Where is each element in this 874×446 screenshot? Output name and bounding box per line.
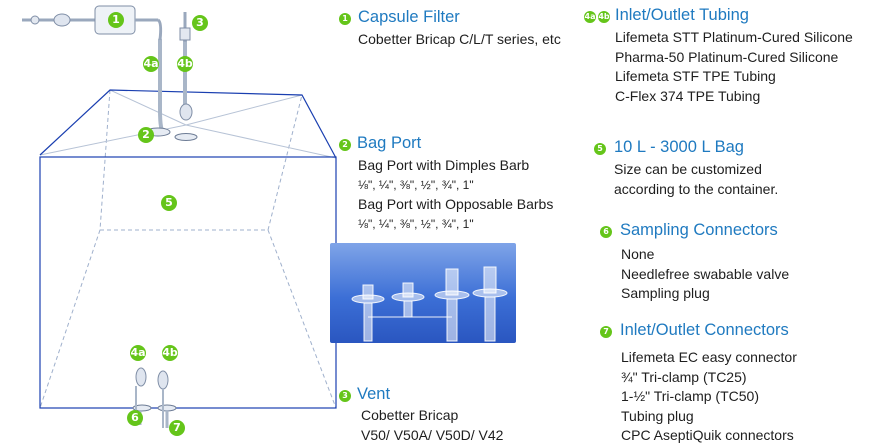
vent-section-badge: 3 xyxy=(339,390,351,402)
sampling-title: Sampling Connectors xyxy=(620,221,778,239)
bag-port-section-badge: 2 xyxy=(339,139,351,151)
filter-badge: 1 xyxy=(108,12,124,28)
tubing-section-badge-b: 4b xyxy=(598,11,610,23)
connectors-text: Lifemeta EC easy connector ¾" Tri-clamp … xyxy=(621,348,797,446)
bag-port-title: Bag Port xyxy=(357,134,422,152)
connectors-line: ¾" Tri-clamp (TC25) xyxy=(621,368,747,385)
connectors-line: 1-½" Tri-clamp (TC50) xyxy=(621,388,759,404)
vent-line: V50/ V50A/ V50D/ V42 xyxy=(361,426,504,443)
sampling-section-badge: 6 xyxy=(600,226,612,238)
bottom-tubing xyxy=(132,367,177,428)
capsule-filter-text: Cobetter Bricap C/L/T series, etc xyxy=(358,30,561,50)
tubing-line: Pharma-50 Platinum-Cured Silicone xyxy=(615,48,839,65)
bag-port-text: Bag Port with Dimples Barb ⅛", ¼", ⅜", ½… xyxy=(358,156,553,234)
bag-text: Size can be customized according to the … xyxy=(614,160,778,199)
connectors-line: CPC AseptiQuik connectors xyxy=(621,427,794,443)
capsule-filter-title: Capsule Filter xyxy=(358,8,460,26)
tubing-a-badge-top: 4a xyxy=(143,56,159,72)
bag-inner-edges xyxy=(39,89,337,409)
tubing-line: C-Flex 374 TPE Tubing xyxy=(615,87,761,104)
connectors-title: Inlet/Outlet Connectors xyxy=(620,321,789,339)
sampling-line: Sampling plug xyxy=(621,285,710,301)
connector-badge: 7 xyxy=(169,420,185,436)
bag-port-photo xyxy=(330,243,516,343)
connectors-section-badge: 7 xyxy=(600,326,612,338)
filter-assembly xyxy=(22,5,163,41)
connectors-line: Lifemeta EC easy connector xyxy=(621,349,797,365)
tubing-title: Inlet/Outlet Tubing xyxy=(615,6,749,24)
vent-assembly xyxy=(179,12,191,42)
tubing-a-badge-bottom: 4a xyxy=(130,345,146,361)
bag-top-folds xyxy=(39,89,337,159)
sampling-text: None Needlefree swabable valve Sampling … xyxy=(621,245,789,304)
bag-port-line: Bag Port with Opposable Barbs xyxy=(358,196,554,212)
bag-line: Size can be customized xyxy=(614,161,762,177)
connectors-line: Tubing plug xyxy=(621,407,694,424)
capsule-filter-line: Cobetter Bricap C/L/T series, etc xyxy=(358,31,561,47)
tubing-section-badge-a: 4a xyxy=(584,11,596,23)
tubing-text: Lifemeta STT Platinum-Cured Silicone Pha… xyxy=(615,28,853,106)
bag-port-line: Bag Port with Dimples Barb xyxy=(358,157,530,173)
vent-badge: 3 xyxy=(192,15,208,31)
vent-text: Cobetter Bricap V50/ V50A/ V50D/ V42 xyxy=(361,406,503,445)
capsule-filter-badge: 1 xyxy=(339,13,351,25)
tubing-b-badge-top: 4b xyxy=(177,56,193,72)
bag-title: 10 L - 3000 L Bag xyxy=(614,138,744,156)
tubing-line: Lifemeta STT Platinum-Cured Silicone xyxy=(615,29,853,45)
top-tubing xyxy=(158,38,187,134)
bag-port-badge: 2 xyxy=(138,127,154,143)
bag-line: according to the container. xyxy=(614,180,779,197)
vent-line: Cobetter Bricap xyxy=(361,407,459,423)
sampling-badge: 6 xyxy=(127,410,143,426)
bag-badge: 5 xyxy=(161,195,177,211)
sampling-line: Needlefree swabable valve xyxy=(621,265,790,282)
tubing-b-badge-bottom: 4b xyxy=(162,345,178,361)
tubing-line: Lifemeta STF TPE Tubing xyxy=(615,68,776,84)
bag-port-photo-art xyxy=(351,266,508,342)
bag-section-badge: 5 xyxy=(594,143,606,155)
bag-port-sizes: ⅛", ¼", ⅜", ½", ¾", 1" xyxy=(358,177,474,192)
bag-port-sizes: ⅛", ¼", ⅜", ½", ¾", 1" xyxy=(358,216,474,231)
sampling-line: None xyxy=(621,246,655,262)
vent-title: Vent xyxy=(357,385,391,403)
